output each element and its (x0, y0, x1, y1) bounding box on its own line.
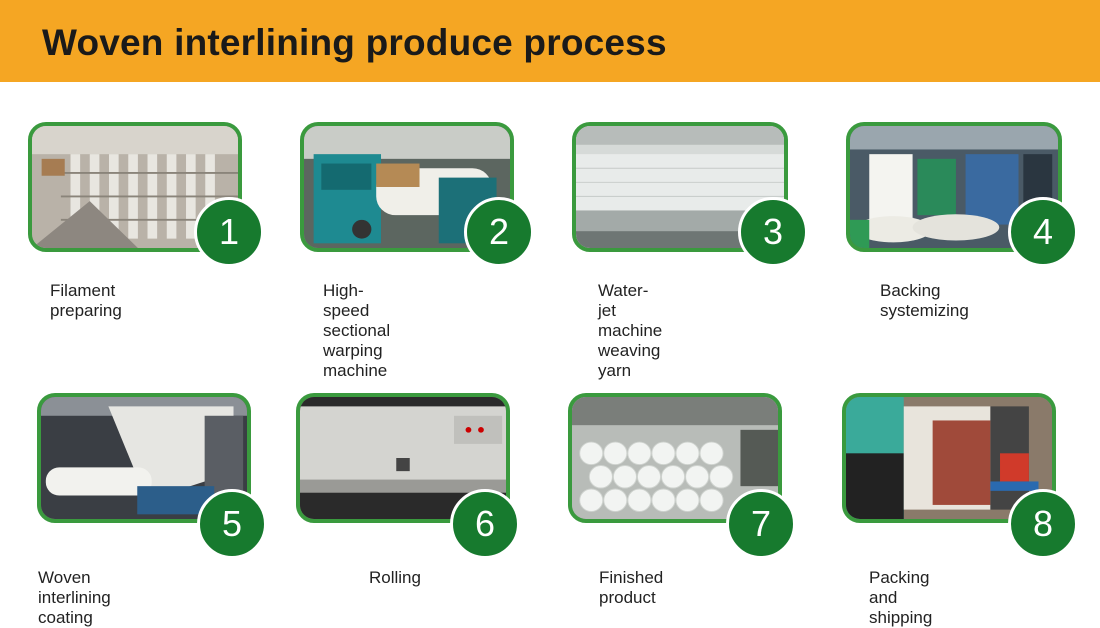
step-caption: Woven interlining coating (38, 568, 111, 627)
water-jet-loom-photo (572, 122, 788, 252)
step-number-badge: 1 (194, 197, 264, 267)
step-caption: Rolling (369, 568, 421, 587)
forklift-container-photo (842, 393, 1056, 523)
step-caption: Finished product (599, 568, 664, 607)
page-title: Woven interlining produce process (42, 22, 667, 63)
header-banner: Woven interlining produce process (0, 0, 1100, 82)
rolling-machine-photo (296, 393, 510, 523)
step-number-badge: 3 (738, 197, 808, 267)
step-number-badge: 6 (450, 489, 520, 559)
warping-machine-photo (300, 122, 514, 252)
step-number-badge: 8 (1008, 489, 1078, 559)
step-caption: High-speed sectional warping machine (323, 281, 391, 380)
step-caption: Packing and shipping (869, 568, 933, 627)
step-number-badge: 5 (197, 489, 267, 559)
step-caption: Water-jet machine weaving yarn (598, 281, 663, 380)
step-caption: Backing systemizing (880, 281, 969, 320)
step-number-badge: 2 (464, 197, 534, 267)
step-number-badge: 7 (726, 489, 796, 559)
step-number-badge: 4 (1008, 197, 1078, 267)
filament-rack-photo (28, 122, 242, 252)
step-caption: Filament preparing (50, 281, 122, 320)
